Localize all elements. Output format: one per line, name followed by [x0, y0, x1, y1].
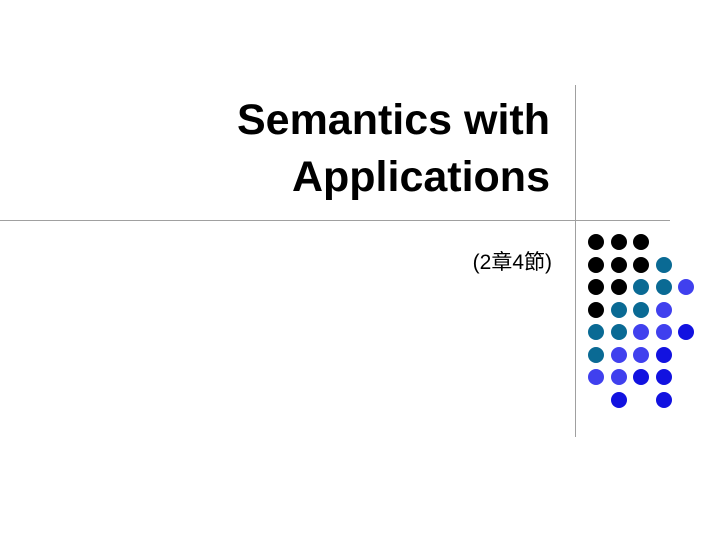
decorative-dot [633, 256, 649, 273]
decorative-dot [678, 279, 694, 295]
decorative-dot [588, 369, 604, 385]
decorative-dot [610, 324, 627, 340]
decorative-dot [655, 346, 672, 363]
slide-title-line-2: Applications [291, 153, 550, 201]
slide-subtitle: (2章4節) [472, 251, 552, 274]
decorative-dot [610, 256, 627, 273]
decorative-dot [633, 301, 649, 318]
decorative-dot [610, 301, 627, 318]
decorative-dot [655, 279, 672, 295]
decorative-dot [655, 256, 672, 273]
decorative-dot [610, 234, 627, 250]
decorative-dot [588, 279, 604, 295]
decorative-dot [655, 324, 672, 340]
decorative-dot [633, 369, 649, 385]
decorative-dot [588, 301, 604, 318]
horizontal-divider [0, 220, 670, 221]
decorative-dot [610, 279, 627, 295]
slide-title-line-1: Semantics with [236, 96, 550, 144]
decorative-dot [610, 369, 627, 385]
decorative-dot [655, 391, 672, 408]
decorative-dot [655, 369, 672, 385]
decorative-dot [588, 234, 604, 250]
decorative-dot [610, 391, 627, 408]
slide-title: Semantics with Applications [130, 92, 550, 206]
decorative-dot [633, 346, 649, 363]
decorative-dot [678, 324, 694, 340]
decorative-dot [588, 256, 604, 273]
decorative-dot [610, 346, 627, 363]
vertical-divider [575, 85, 576, 437]
decorative-dot [655, 301, 672, 318]
decorative-dot [633, 234, 649, 250]
decorative-dot [588, 324, 604, 340]
decorative-dot [633, 324, 649, 340]
decorative-dot [588, 346, 604, 363]
decorative-dot [633, 279, 649, 295]
